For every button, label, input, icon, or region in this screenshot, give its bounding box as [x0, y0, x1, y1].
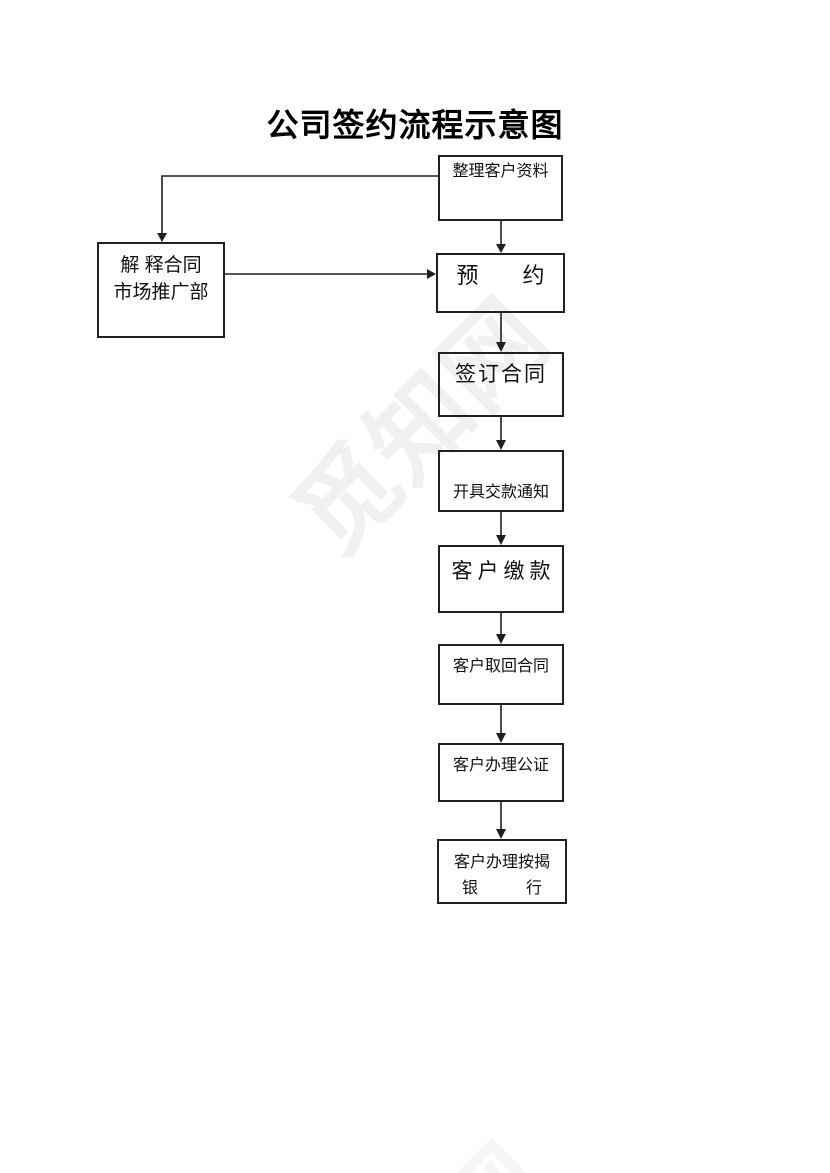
node-label: 解 释合同 [120, 255, 202, 276]
node-customer-payment: 客户缴款 [438, 545, 564, 613]
arrowhead-sign-to-notice [496, 440, 506, 450]
node-label: 客户取回合同 [452, 658, 549, 675]
node-label: 开具交款通知 [452, 484, 549, 501]
arrowhead-notarization-to-mortgage [496, 829, 506, 839]
node-customer-notarization: 客户办理公证 [438, 743, 564, 802]
arrowhead-organize-to-explain [157, 233, 167, 242]
node-issue-payment-notice: 开具交款通知 [438, 450, 564, 512]
node-explain-contract-dept: 解 释合同 市场推广部 [97, 242, 225, 338]
arrowhead-appointment-to-sign [496, 342, 506, 352]
node-sign-contract: 签订合同 [438, 352, 564, 417]
connector-organize-to-explain [161, 175, 438, 241]
node-label: 客户办理公证 [452, 757, 549, 774]
diagram-title: 公司签约流程示意图 [266, 107, 564, 143]
arrowhead-explain-to-appointment [427, 269, 436, 279]
node-label: 市场推广部 [113, 282, 209, 303]
node-label: 客户缴款 [451, 560, 556, 583]
node-label: 客户办理按揭 [453, 854, 550, 871]
node-label: 签订合同 [455, 363, 547, 386]
node-customer-mortgage-bank: 客户办理按揭 银 行 [437, 839, 567, 904]
node-organize-customer-info: 整理客户资料 [438, 155, 563, 221]
node-label: 整理客户资料 [452, 163, 549, 180]
arrowhead-payment-to-retrieve [496, 634, 506, 644]
node-label: 银 行 [461, 880, 542, 897]
arrowhead-organize-to-appointment [496, 244, 506, 253]
node-label: 预 约 [456, 263, 545, 288]
arrowhead-retrieve-to-notarization [496, 733, 506, 743]
node-appointment: 预 约 [436, 253, 565, 313]
arrowhead-notice-to-payment [496, 535, 506, 545]
node-customer-retrieve-contract: 客户取回合同 [438, 644, 564, 705]
